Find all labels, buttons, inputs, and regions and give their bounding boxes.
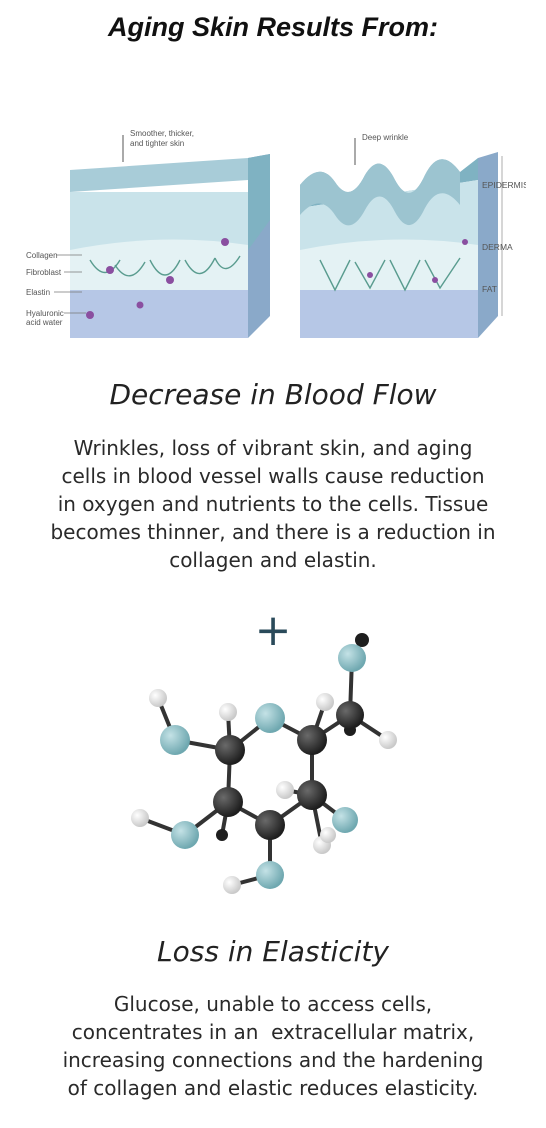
paragraph-line: Wrinkles, loss of vibrant skin, and agin… xyxy=(73,436,473,460)
label-hyaluronic: Hyaluronic xyxy=(26,309,64,318)
paragraph-line: Glucose, unable to access cells, xyxy=(113,992,433,1016)
paragraph-line: in oxygen and nutrients to the cells. Ti… xyxy=(57,492,489,516)
plus-divider-icon: + xyxy=(254,605,292,656)
skin-cross-section-illustration: Smoother, thicker, and tighter skin Coll… xyxy=(26,129,526,338)
section-heading-blood-flow: Decrease in Blood Flow xyxy=(109,378,437,411)
label-elastin: Elastin xyxy=(26,288,50,297)
callout-tighter: and tighter skin xyxy=(130,139,184,148)
healthy-skin-block: Smoother, thicker, and tighter skin Coll… xyxy=(26,129,270,338)
paragraph-line: concentrates in an extracellular matrix, xyxy=(71,1020,475,1044)
paragraph-line: of collagen and elastic reduces elastici… xyxy=(67,1076,479,1100)
label-derma: DERMA xyxy=(482,242,513,252)
section-heading-elasticity: Loss in Elasticity xyxy=(157,935,389,968)
label-fibroblast: Fibroblast xyxy=(26,268,62,277)
paragraph-line: becomes thinner, and there is a reductio… xyxy=(50,520,496,544)
label-fat: FAT xyxy=(482,284,497,294)
label-acid-water: acid water xyxy=(26,318,63,327)
aged-skin-block: Deep wrinkle EPIDERMIS DERMA FAT xyxy=(300,133,526,338)
page-title: Aging Skin Results From: xyxy=(107,12,439,42)
paragraph-line: collagen and elastin. xyxy=(169,548,377,572)
section-paragraph-blood-flow: Wrinkles, loss of vibrant skin, and agin… xyxy=(40,434,506,574)
label-epidermis: EPIDERMIS xyxy=(482,180,526,190)
paragraph-line: cells in blood vessel walls cause reduct… xyxy=(61,464,485,488)
glucose-molecule-illustration xyxy=(131,633,397,894)
callout-smoother: Smoother, thicker, xyxy=(130,129,194,138)
section-paragraph-elasticity: Glucose, unable to access cells, concent… xyxy=(40,990,506,1102)
callout-deep-wrinkle: Deep wrinkle xyxy=(362,133,409,142)
paragraph-line: increasing connections and the hardening xyxy=(62,1048,484,1072)
label-collagen: Collagen xyxy=(26,251,58,260)
